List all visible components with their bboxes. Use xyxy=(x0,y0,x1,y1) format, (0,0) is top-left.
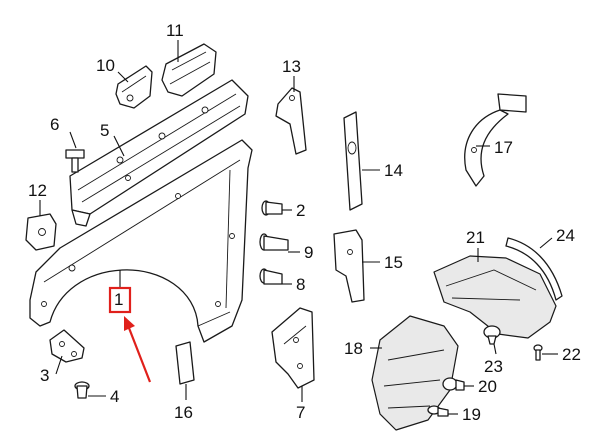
callout-12: 12 xyxy=(28,181,47,200)
part-4-clip xyxy=(74,381,90,399)
callout-22: 22 xyxy=(562,345,581,364)
leader-3 xyxy=(55,355,63,375)
leader-5 xyxy=(113,135,125,157)
part-12-bracket xyxy=(25,213,57,251)
callout-7: 7 xyxy=(296,403,305,422)
callout-15: 15 xyxy=(384,253,403,272)
part-23-clip xyxy=(483,325,501,345)
callout-6: 6 xyxy=(50,115,59,134)
callout-21: 21 xyxy=(466,228,485,247)
part-20-clip xyxy=(442,377,465,391)
callout-9: 9 xyxy=(304,243,313,262)
part-1-fender xyxy=(29,139,253,343)
part-16-seal xyxy=(175,341,195,385)
callout-13: 13 xyxy=(282,57,301,76)
highlight-arrowhead xyxy=(124,316,135,331)
leader-lines xyxy=(39,40,558,415)
callout-5: 5 xyxy=(100,121,109,140)
part-7-hinge xyxy=(271,307,315,389)
part-5-fender-rail xyxy=(69,79,249,227)
leader-24 xyxy=(539,237,553,249)
part-2-bolt xyxy=(261,200,283,216)
part-9-bolt xyxy=(259,233,289,251)
part-8-bolt xyxy=(259,268,283,285)
callout-4: 4 xyxy=(110,387,119,406)
callout-24: 24 xyxy=(556,226,575,245)
part-11-bracket xyxy=(161,43,217,97)
highlight-callout-1 xyxy=(108,286,152,383)
part-10-bracket xyxy=(115,65,153,109)
part-13-bracket xyxy=(275,87,307,155)
callout-17: 17 xyxy=(494,138,513,157)
part-14-panel xyxy=(343,111,363,211)
callout-labels: 1 2 3 4 5 6 7 8 9 10 11 12 13 14 15 16 1… xyxy=(28,21,581,424)
callout-19: 19 xyxy=(462,405,481,424)
callout-8: 8 xyxy=(296,275,305,294)
highlight-box xyxy=(108,286,132,314)
callout-16: 16 xyxy=(174,403,193,422)
highlight-arrow xyxy=(127,327,152,383)
callout-20: 20 xyxy=(478,377,497,396)
callout-3: 3 xyxy=(40,366,49,385)
leader-6 xyxy=(69,131,77,149)
callout-18: 18 xyxy=(344,339,363,358)
callout-11: 11 xyxy=(166,21,184,40)
part-18-shield xyxy=(371,315,459,431)
part-24-molding xyxy=(505,237,563,301)
leader-23 xyxy=(493,343,497,355)
part-15-bracket xyxy=(333,229,365,303)
part-17-bracket xyxy=(464,93,527,187)
part-3-bracket xyxy=(49,329,85,363)
part-6-bolt xyxy=(65,149,85,173)
callout-14: 14 xyxy=(384,161,403,180)
callout-1: 1 xyxy=(114,290,123,309)
leader-10 xyxy=(117,71,129,83)
callout-2: 2 xyxy=(296,201,305,220)
callout-10: 10 xyxy=(96,56,115,75)
part-22-screw xyxy=(533,344,543,361)
part-19-screw xyxy=(427,405,449,417)
part-21-liner xyxy=(433,255,557,339)
callout-23: 23 xyxy=(484,357,503,376)
